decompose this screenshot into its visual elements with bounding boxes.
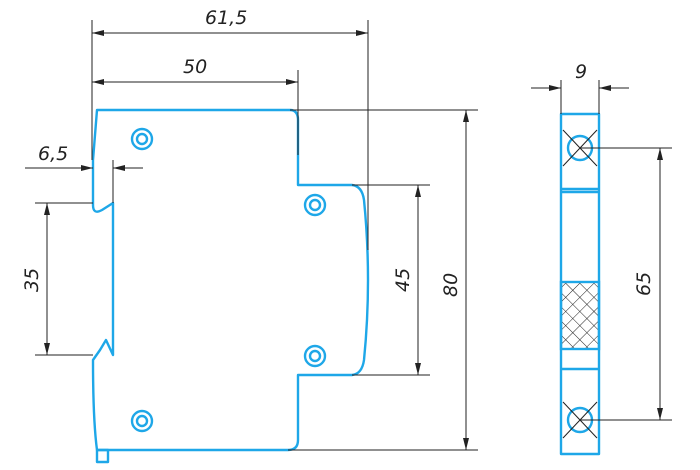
dim-overall-height: 80: [440, 273, 462, 297]
front-outline: [91, 108, 370, 452]
dimension-lines: 61,5 50 6,5 35 45 80 9 65: [21, 7, 672, 451]
terminal-screws: [130, 127, 327, 433]
side-view: [559, 112, 601, 456]
bottom-clip: [95, 448, 110, 464]
dim-rail-height: 35: [21, 268, 43, 292]
dim-width: 9: [575, 61, 587, 83]
front-view: [91, 108, 370, 464]
dim-front-height: 45: [392, 268, 414, 292]
dim-front-depth: 50: [183, 56, 207, 78]
label-area-hatch: [559, 280, 601, 351]
dim-rail-offset: 6,5: [38, 143, 68, 165]
screw-icon: [303, 344, 327, 368]
dim-terminal-spacing: 65: [633, 272, 655, 296]
screw-icon: [130, 409, 154, 433]
screw-icon: [130, 127, 154, 151]
screw-icon: [303, 193, 327, 217]
dim-overall-depth: 61,5: [205, 7, 247, 29]
